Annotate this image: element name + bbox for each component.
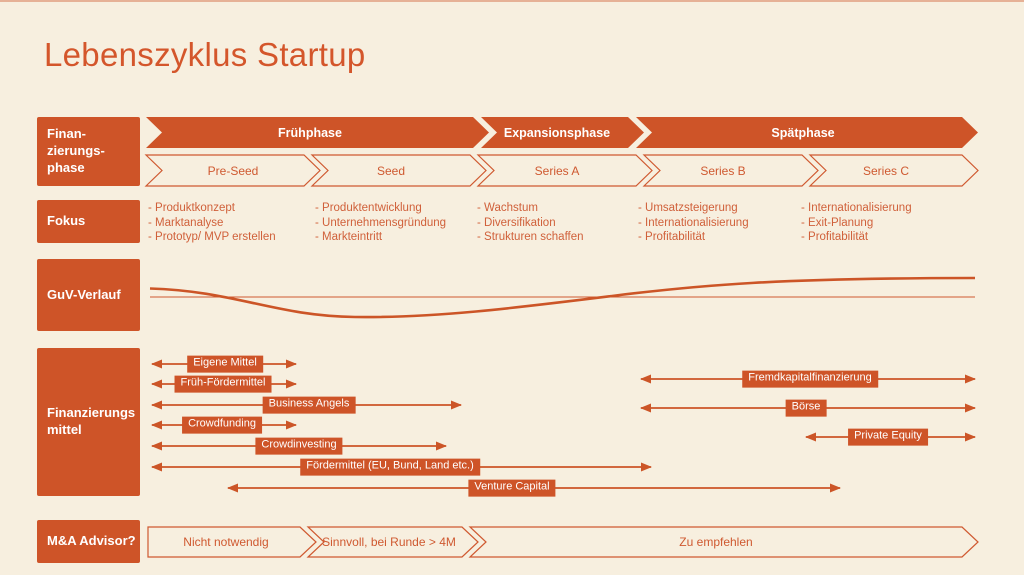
funding-label-eigene-mittel: Eigene Mittel (187, 355, 263, 373)
sidebar-box-finanzierungsphase: Finan- zierungs- phase (37, 117, 140, 186)
stage-label-series-b: Series B (700, 164, 746, 178)
guv-curve (149, 276, 976, 319)
funding-label-crowdfunding: Crowdfunding (182, 416, 262, 434)
funding-label-venture-capital: Venture Capital (468, 479, 556, 497)
funding-label-foerdermittel: Fördermittel (EU, Bund, Land etc.) (300, 458, 480, 476)
ma-chevron-sinnvoll (306, 526, 479, 558)
funding-label-private-equity: Private Equity (848, 428, 928, 446)
sidebar-box-ma-advisor: M&A Advisor? (37, 520, 140, 563)
sidebar-box-guv-verlauf: GuV-Verlauf (37, 259, 140, 331)
stage-chevron-seed (310, 154, 487, 187)
top-accent-line (0, 0, 1024, 2)
stage-chevron-series-b (642, 154, 819, 187)
ma-label-sinnvoll: Sinnvoll, bei Runde > 4M (322, 535, 456, 549)
fokus-item: - Internationalisierung (638, 216, 749, 229)
ma-label-zu-empfehlen: Zu empfehlen (679, 535, 753, 549)
phase-label-spaetphase: Spätphase (771, 126, 835, 140)
funding-label-business-angels: Business Angels (262, 396, 356, 414)
phase-label-fruehphase: Frühphase (278, 126, 342, 140)
fokus-item: - Diversifikation (477, 216, 556, 229)
stage-label-series-c: Series C (862, 164, 910, 178)
page-title: Lebenszyklus Startup (44, 36, 366, 73)
fokus-item: - Wachstum (477, 202, 538, 214)
fokus-item: - Prototyp/ MVP erstellen (148, 231, 276, 243)
stage-label-seed: Seed (376, 164, 406, 178)
fokus-item: - Marktanalyse (148, 216, 224, 229)
fokus-item: - Markteintritt (315, 231, 383, 243)
stage-chevron-pre-seed (144, 154, 321, 187)
fokus-item: - Unternehmensgründung (315, 216, 447, 229)
fokus-column-pre-seed: - Produktkonzept - Marktanalyse - Protot… (148, 201, 276, 245)
phase-chevron-spaetphase (636, 117, 978, 148)
fokus-column-seed: - Produktentwicklung - Unternehmensgründ… (315, 201, 446, 245)
fokus-item: - Profitabilität (638, 231, 706, 243)
fokus-item: - Umsatzsteigerung (638, 202, 738, 214)
ma-chevron-nicht-notwendig (147, 526, 317, 558)
funding-label-boerse: Börse (785, 399, 827, 417)
phase-label-expansionsphase: Expansionsphase (503, 126, 611, 140)
ma-chevron-zu-empfehlen (468, 526, 979, 558)
fokus-column-series-c: - Internationalisierung - Exit-Planung -… (801, 201, 912, 245)
funding-label-fremdkapitalfinanzierung: Fremdkapitalfinanzierung (742, 370, 878, 388)
sidebar-box-finanzierungsmittel: Finanzierungs mittel (37, 348, 140, 496)
funding-label-crowdinvesting: Crowdinvesting (255, 437, 343, 455)
fokus-column-series-a: - Wachstum - Diversifikation - Strukture… (477, 201, 584, 245)
fokus-column-series-b: - Umsatzsteigerung - Internationalisieru… (638, 201, 749, 245)
fokus-item: - Strukturen schaffen (477, 231, 584, 243)
stage-chevron-series-a (476, 154, 653, 187)
sidebar-box-fokus: Fokus (37, 200, 140, 243)
fokus-item: - Produktkonzept (148, 202, 235, 214)
fokus-item: - Exit-Planung (801, 216, 874, 229)
stage-chevron-series-c (808, 154, 979, 187)
fokus-item: - Internationalisierung (801, 202, 912, 214)
phase-chevron-expansionsphase (481, 117, 644, 148)
fokus-item: - Profitabilität (801, 231, 869, 243)
stage-label-pre-seed: Pre-Seed (207, 164, 259, 178)
ma-label-nicht-notwendig: Nicht notwendig (183, 535, 269, 549)
fokus-item: - Produktentwicklung (315, 202, 422, 214)
stage-label-series-a: Series A (534, 164, 580, 178)
funding-label-frueh-foerdermittel: Früh-Fördermittel (174, 375, 272, 393)
phase-chevron-fruehphase (146, 117, 489, 148)
